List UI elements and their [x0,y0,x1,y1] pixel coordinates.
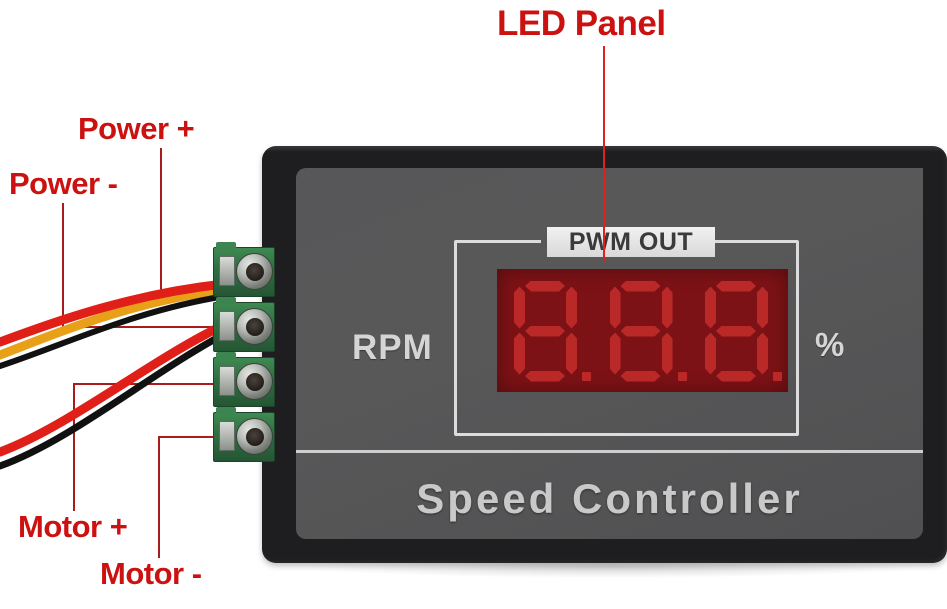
terminal-hole [219,421,235,451]
leader-line-motor-plus [73,383,75,511]
segment-d [716,370,756,382]
segment-f [705,286,716,329]
segment-e [514,332,525,375]
terminal-hole [219,366,235,396]
pwm-out-badge: PWM OUT [547,227,715,257]
segment-c [566,332,577,375]
segment-a [716,280,756,292]
terminal-rail [216,242,236,250]
product-brand-label: Speed Controller [416,475,803,522]
speed-controller-device: PWM OUT [262,146,947,563]
leader-line-motor-plus [73,383,230,385]
terminal-screw [236,308,273,345]
terminal-screw [236,363,273,400]
segment-d [525,370,565,382]
segment-e [705,332,716,375]
terminal-rail [216,297,236,305]
segment-a [525,280,565,292]
power-minus-wire [0,279,229,347]
terminal-block [213,242,275,465]
led-digit-1 [511,279,591,383]
led-digit-3 [702,279,782,383]
terminal-rail [216,352,236,360]
segment-f [609,286,621,329]
leader-line-motor-minus [158,436,160,558]
motor-plus-wire [0,319,231,457]
wire-harness [0,279,232,470]
decimal-point [677,371,687,381]
pwm-out-label: PWM OUT [568,227,694,256]
segment-f [514,286,525,329]
segment-c [661,332,673,375]
percent-unit-label: % [815,326,845,363]
terminal-rail [216,407,236,415]
rpm-unit-label: RPM [352,328,433,367]
terminal-screw [236,253,273,290]
segment-e [609,332,621,375]
segment-b [661,286,673,329]
decimal-point [582,371,591,381]
segment-g [716,325,756,337]
faceplate-separator-line [296,450,923,453]
annotation-motor-minus: Motor - [100,556,202,591]
led-panel-display [497,269,788,392]
decimal-point [773,371,782,381]
annotation-power-plus: Power + [78,111,195,146]
terminal-screw [236,418,273,455]
terminal-motor-minus [213,407,275,462]
segment-c [757,332,768,375]
annotation-motor-plus: Motor + [18,509,128,544]
annotation-led-panel: LED Panel [497,4,666,43]
segment-b [566,286,577,329]
leader-line-power-minus [62,326,230,328]
device-faceplate: PWM OUT [296,168,923,539]
terminal-power-plus [213,242,275,297]
terminal-power-minus [213,297,275,352]
terminal-hole [219,256,235,286]
annotation-power-minus: Power - [9,166,118,201]
power-black-wire [0,293,229,369]
motor-minus-wire [0,328,232,470]
segment-d [620,370,661,382]
segment-a [620,280,661,292]
terminal-hole [219,311,235,341]
leader-line-motor-minus [158,436,230,438]
segment-g [525,325,565,337]
leader-line-power-minus [62,203,64,328]
segment-g [620,325,661,337]
segment-b [757,286,768,329]
power-plus-wire [0,285,227,360]
led-digit-2 [607,279,687,383]
terminal-motor-plus [213,352,275,407]
leader-line-power-plus [160,148,162,296]
leader-line-led-panel [603,46,605,262]
